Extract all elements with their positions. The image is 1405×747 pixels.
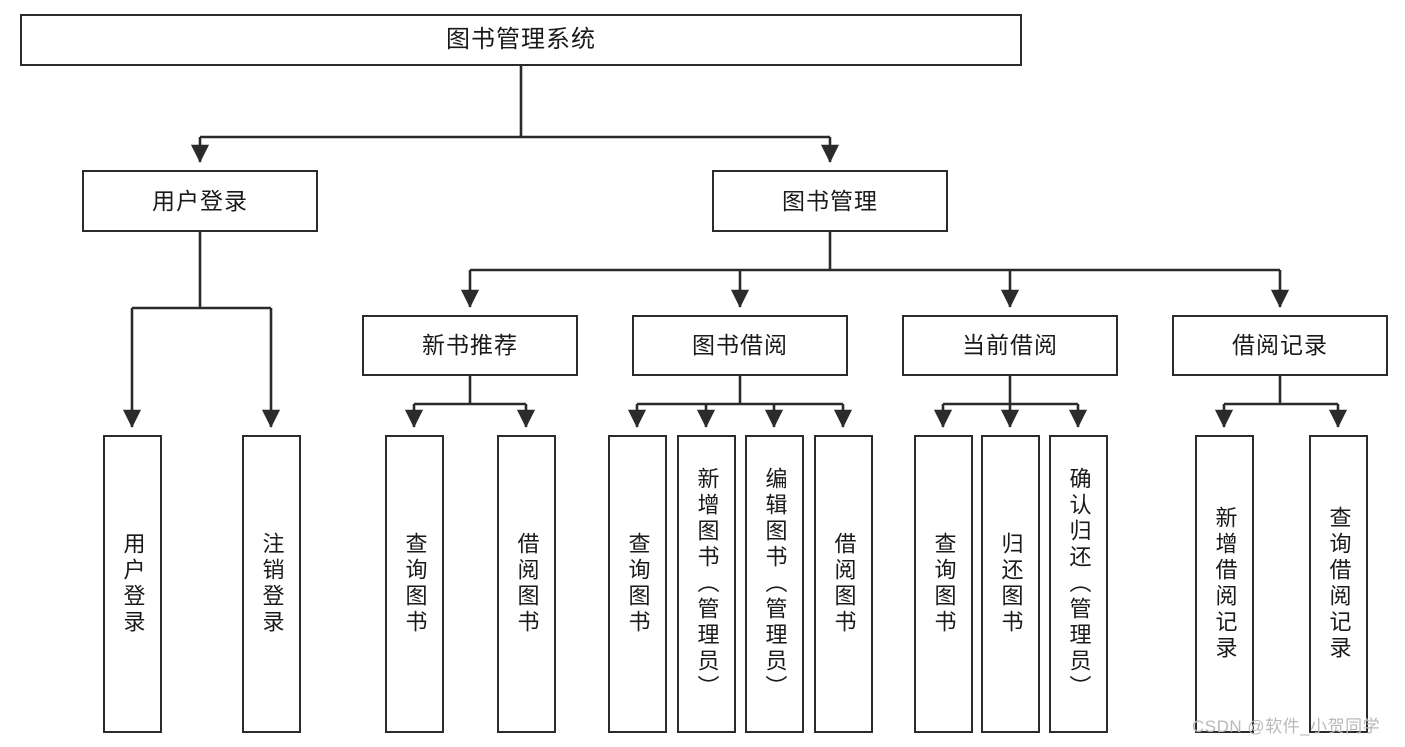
node-label: 新增图书（管理员） — [694, 467, 720, 701]
node-label: 借阅图书 — [514, 532, 540, 636]
leaf-query-borrow-record[interactable]: 查询借阅记录 — [1309, 435, 1368, 733]
node-label: 用户登录 — [152, 187, 248, 214]
node-label: 新增借阅记录 — [1212, 506, 1238, 662]
leaf-confirm-return-admin[interactable]: 确认归还（管理员） — [1049, 435, 1108, 733]
node-label: 编辑图书（管理员） — [762, 467, 788, 701]
node-root-system[interactable]: 图书管理系统 — [20, 14, 1022, 66]
leaf-logout[interactable]: 注销登录 — [242, 435, 301, 733]
leaf-add-borrow-record[interactable]: 新增借阅记录 — [1195, 435, 1254, 733]
node-label: 用户登录 — [120, 532, 146, 636]
leaf-return-book[interactable]: 归还图书 — [981, 435, 1040, 733]
leaf-query-book-recommend[interactable]: 查询图书 — [385, 435, 444, 733]
node-book-manage[interactable]: 图书管理 — [712, 170, 948, 232]
node-borrow-record[interactable]: 借阅记录 — [1172, 315, 1388, 376]
node-label: 归还图书 — [998, 532, 1024, 636]
node-label: 确认归还（管理员） — [1066, 467, 1092, 701]
node-label: 当前借阅 — [962, 332, 1058, 359]
node-label: 查询图书 — [402, 532, 428, 636]
leaf-borrow-book[interactable]: 借阅图书 — [814, 435, 873, 733]
node-label: 注销登录 — [259, 532, 285, 636]
node-label: 查询借阅记录 — [1326, 506, 1352, 662]
leaf-add-book-admin[interactable]: 新增图书（管理员） — [677, 435, 736, 733]
csdn-watermark: CSDN @软件_小贺同学 — [1192, 717, 1381, 736]
node-label: 查询图书 — [931, 532, 957, 636]
node-label: 图书管理 — [782, 187, 878, 214]
node-label: 新书推荐 — [422, 332, 518, 359]
leaf-user-login[interactable]: 用户登录 — [103, 435, 162, 733]
node-new-book-recommend[interactable]: 新书推荐 — [362, 315, 578, 376]
leaf-borrow-book-recommend[interactable]: 借阅图书 — [497, 435, 556, 733]
leaf-query-book-current[interactable]: 查询图书 — [914, 435, 973, 733]
node-label: 借阅记录 — [1232, 332, 1328, 359]
node-current-borrow[interactable]: 当前借阅 — [902, 315, 1118, 376]
node-label: 图书借阅 — [692, 332, 788, 359]
node-book-borrow[interactable]: 图书借阅 — [632, 315, 848, 376]
node-label: 查询图书 — [625, 532, 651, 636]
node-label: 借阅图书 — [831, 532, 857, 636]
leaf-query-book-borrow[interactable]: 查询图书 — [608, 435, 667, 733]
node-user-login[interactable]: 用户登录 — [82, 170, 318, 232]
leaf-edit-book-admin[interactable]: 编辑图书（管理员） — [745, 435, 804, 733]
node-label: 图书管理系统 — [446, 26, 596, 54]
